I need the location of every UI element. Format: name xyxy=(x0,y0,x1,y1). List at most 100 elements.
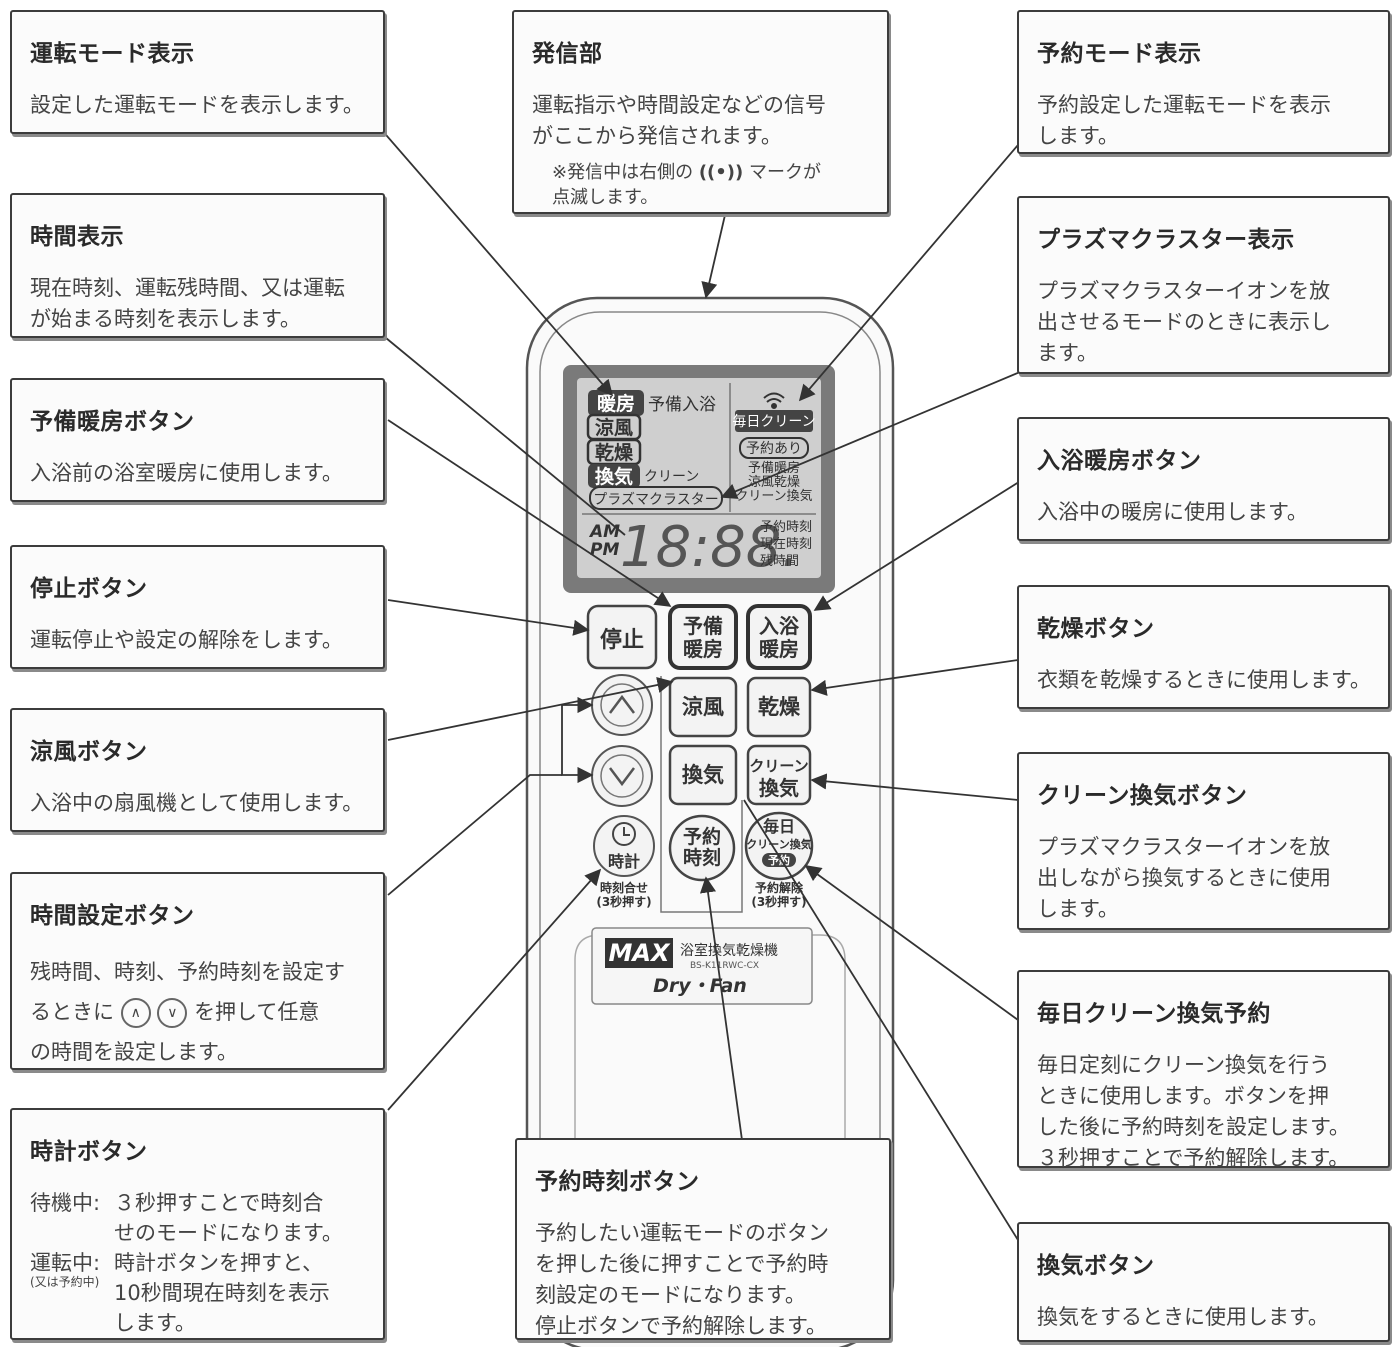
svg-text:暖房: 暖房 xyxy=(759,637,799,661)
callout-title: 時計ボタン xyxy=(30,1139,148,1165)
lcd-reserve-modes-3: クリーン換気 xyxy=(735,488,812,504)
clock-sub-2: (3秒押す) xyxy=(596,894,651,909)
callout-text: 予約設定した運転モードを表示 します。 xyxy=(1037,93,1331,148)
product-name: 浴室換気乾燥機 xyxy=(680,942,778,959)
svg-text:毎日: 毎日 xyxy=(763,817,795,836)
up-button[interactable] xyxy=(591,674,653,736)
callout-text: 換気をするときに使用します。 xyxy=(1037,1305,1329,1329)
callout-text: 予約したい運転モードのボタン を押した後に押すことで予約時 刻設定のモードになり… xyxy=(535,1221,829,1338)
lcd-vent: 換気 xyxy=(595,465,633,488)
callout-reserve-time-button: 予約時刻ボタン 予約したい運転モードのボタン を押した後に押すことで予約時 刻設… xyxy=(515,1138,891,1340)
callout-title: 予約モード表示 xyxy=(1037,41,1202,67)
clock-icon xyxy=(612,822,636,846)
callout-clock-button: 時計ボタン 待機中: ３秒押すことで時刻合 せのモードになります。 運転中:(又… xyxy=(10,1108,385,1340)
callout-title: 乾燥ボタン xyxy=(1037,616,1155,642)
callout-preheat-button: 予備暖房ボタン 入浴前の浴室暖房に使用します。 xyxy=(10,378,385,502)
up-arrow-icon: ∧ xyxy=(120,998,151,1028)
callout-text: 入浴中の扇風機として使用します。 xyxy=(30,791,364,815)
callout-text: 運転停止や設定の解除をします。 xyxy=(30,628,343,652)
lcd-signal-icon xyxy=(763,392,785,409)
callout-title: クリーン換気ボタン xyxy=(1037,783,1248,809)
svg-text:時計: 時計 xyxy=(608,852,640,871)
chevron-down-icon xyxy=(609,767,635,787)
svg-text:換気: 換気 xyxy=(682,763,724,787)
lcd-am: AM xyxy=(588,522,620,542)
lcd-clean: クリーン xyxy=(644,469,699,485)
svg-text:暖房: 暖房 xyxy=(683,637,723,661)
lcd-digits: 18:88. xyxy=(620,515,799,580)
cancel-sub-2: (3秒押す) xyxy=(751,894,806,909)
callout-text: プラズマクラスターイオンを放 出させるモードのときに表示し ます。 xyxy=(1037,279,1331,365)
svg-text:クリーン: クリーン xyxy=(749,757,808,775)
daily-clean-reserve-button[interactable]: 毎日 クリーン換気 予約 xyxy=(744,811,814,881)
callout-vent-button: 換気ボタン 換気をするときに使用します。 xyxy=(1017,1222,1390,1342)
bath-heat-button[interactable]: 入浴 暖房 xyxy=(746,604,812,670)
lcd-pm: PM xyxy=(590,540,619,560)
callout-plasma-display: プラズマクラスター表示 プラズマクラスターイオンを放 出させるモードのときに表示… xyxy=(1017,196,1390,374)
callout-title: プラズマクラスター表示 xyxy=(1037,227,1295,253)
svg-text:換気: 換気 xyxy=(759,776,799,800)
callout-cool-button: 涼風ボタン 入浴中の扇風機として使用します。 xyxy=(10,708,385,832)
brand-logo: MAX xyxy=(609,939,671,967)
clock-row-standby: 待機中: ３秒押すことで時刻合 せのモードになります。 xyxy=(30,1191,343,1245)
svg-text:予約: 予約 xyxy=(683,825,721,848)
lcd-reserve-modes-1: 予備暖房 xyxy=(748,460,800,476)
lcd-cool: 涼風 xyxy=(595,416,633,439)
down-arrow-icon: ∨ xyxy=(157,998,188,1028)
callout-text: 残時間、時刻、予約時刻を設定す るときに ∧ ∨ を押して任意 の時間を設定しま… xyxy=(30,960,345,1064)
model-number: BS-K11RWC-CX xyxy=(690,961,759,971)
clean-vent-button[interactable]: クリーン 換気 xyxy=(746,744,812,806)
callout-time-set-button: 時間設定ボタン 残時間、時刻、予約時刻を設定す るときに ∧ ∨ を押して任意 … xyxy=(10,872,385,1070)
callout-text: 入浴中の暖房に使用します。 xyxy=(1037,500,1308,524)
brand-panel: MAX 浴室換気乾燥機 BS-K11RWC-CX Dry・Fan xyxy=(591,927,813,1005)
callout-text: 現在時刻、運転残時間、又は運転 が始まる時刻を表示します。 xyxy=(30,276,345,331)
dryfan-logo: Dry・Fan xyxy=(653,975,747,997)
reserve-time-button[interactable]: 予約 時刻 xyxy=(668,814,736,882)
callout-text: 入浴前の浴室暖房に使用します。 xyxy=(30,461,343,485)
lcd-preheat-bath: 予備入浴 xyxy=(648,395,716,415)
lcd-time-label-1: 予約時刻 xyxy=(760,520,812,535)
callout-text: 衣類を乾燥するときに使用します。 xyxy=(1037,668,1371,692)
callout-title: 運転モード表示 xyxy=(30,41,195,67)
callout-title: 時間設定ボタン xyxy=(30,903,195,929)
callout-daily-clean-reserve: 毎日クリーン換気予約 毎日定刻にクリーン換気を行う ときに使用します。ボタンを押… xyxy=(1017,970,1390,1170)
callout-dry-button: 乾燥ボタン 衣類を乾燥するときに使用します。 xyxy=(1017,585,1390,709)
svg-text:乾燥: 乾燥 xyxy=(758,695,801,719)
callout-bath-heat-button: 入浴暖房ボタン 入浴中の暖房に使用します。 xyxy=(1017,417,1390,541)
callout-clean-vent-button: クリーン換気ボタン プラズマクラスターイオンを放 出しながら換気するときに使用 … xyxy=(1017,752,1390,930)
callout-title: 発信部 xyxy=(532,41,603,67)
dry-button[interactable]: 乾燥 xyxy=(746,676,812,738)
clock-row-running: 運転中:(又は予約中) 時計ボタンを押すと、 10秒間現在時刻を表示 します。 xyxy=(30,1251,330,1335)
callout-note: ※発信中は右側の ((•)) マークが 点滅します。 xyxy=(552,162,821,208)
callout-transmitter: 発信部 運転指示や時間設定などの信号 がここから発信されます。 ※発信中は右側の… xyxy=(512,10,889,214)
svg-text:時刻: 時刻 xyxy=(683,846,721,869)
svg-text:涼風: 涼風 xyxy=(682,695,724,719)
svg-text:クリーン換気: クリーン換気 xyxy=(746,837,811,851)
clock-button[interactable]: 時計 xyxy=(593,815,655,877)
callout-time-display: 時間表示 現在時刻、運転残時間、又は運転 が始まる時刻を表示します。 xyxy=(10,193,385,338)
callout-text: 毎日定刻にクリーン換気を行う ときに使用します。ボタンを押 した後に予約時刻を設… xyxy=(1037,1053,1350,1170)
callout-title: 時間表示 xyxy=(30,224,124,250)
lcd-daily-clean: 毎日クリーン xyxy=(732,414,815,430)
signal-icon: ((•)) xyxy=(698,162,744,183)
preheat-button[interactable]: 予備 暖房 xyxy=(668,604,738,670)
lcd-reserved: 予約あり xyxy=(746,441,802,457)
vent-button[interactable]: 換気 xyxy=(668,744,738,806)
svg-text:入浴: 入浴 xyxy=(759,614,800,638)
down-button[interactable] xyxy=(591,745,653,807)
lcd-dry: 乾燥 xyxy=(595,441,634,464)
stop-button[interactable]: 停止 xyxy=(586,604,658,670)
lcd-panel: 暖房 予備入浴 涼風 乾燥 換気 クリーン プラズマクラスター 毎日クリーン 予… xyxy=(563,365,835,593)
lcd-plasma: プラズマクラスター xyxy=(593,492,718,508)
callout-text: プラズマクラスターイオンを放 出しながら換気するときに使用 します。 xyxy=(1037,835,1331,921)
callout-title: 毎日クリーン換気予約 xyxy=(1037,1001,1271,1027)
svg-text:停止: 停止 xyxy=(600,627,644,653)
callout-text: 設定した運転モードを表示します。 xyxy=(30,93,364,117)
chevron-up-icon xyxy=(609,694,635,714)
cancel-sub-1: 予約解除 xyxy=(755,880,804,895)
lcd-time-label-2: 現在時刻 xyxy=(760,537,812,552)
clock-sub-1: 時刻合せ xyxy=(600,880,648,895)
cool-button[interactable]: 涼風 xyxy=(668,676,738,738)
lcd-time-label-3: 残時間 xyxy=(760,554,799,569)
